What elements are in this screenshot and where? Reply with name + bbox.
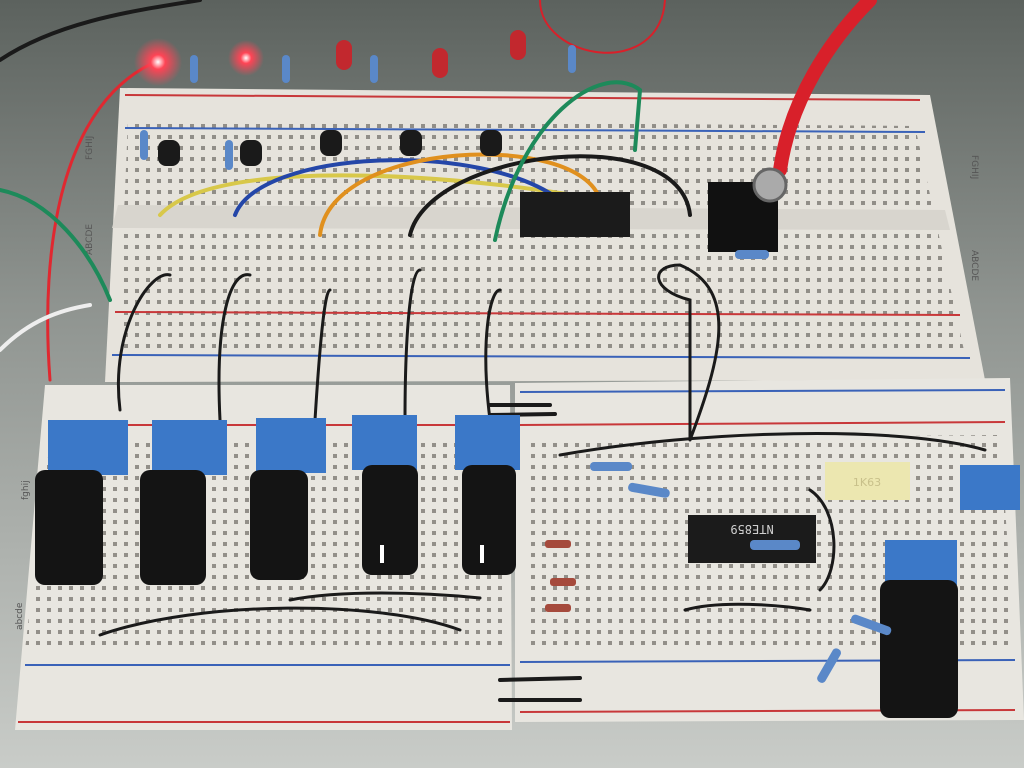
potentiometer-2[interactable] <box>140 420 227 585</box>
film-capacitor: 1K63 <box>825 462 910 500</box>
row-labels-fghij-right: FGHIJ <box>969 155 979 179</box>
transistors <box>158 130 502 166</box>
row-labels-fghij: FGHIJ <box>85 136 95 160</box>
row-labels-abcde-right: ABCDE <box>969 250 979 281</box>
potentiometer-1[interactable] <box>35 420 128 585</box>
row-labels-abcde: ABCDE <box>85 224 95 255</box>
led-4 <box>432 48 448 78</box>
led-lit-1 <box>134 38 182 86</box>
capacitor-label: 1K63 <box>853 476 881 489</box>
potentiometer-4[interactable] <box>352 415 418 575</box>
chip-label: NTE859 <box>730 522 773 536</box>
led-lit-2 <box>228 40 264 76</box>
potentiometer-3[interactable] <box>250 418 326 580</box>
upper-ic-chip <box>520 192 630 237</box>
diodes <box>545 540 576 612</box>
led-3 <box>336 40 352 70</box>
resistors <box>140 45 892 683</box>
trimmer-potentiometer[interactable] <box>960 465 1020 510</box>
potentiometers <box>35 415 1020 718</box>
led-5 <box>510 30 526 60</box>
row-labels-fghij-lower: fghij <box>21 480 31 500</box>
potentiometer-6[interactable] <box>880 540 958 718</box>
audio-plug <box>752 167 788 203</box>
jumper-wires <box>0 0 987 702</box>
leds <box>134 30 526 86</box>
nte859-chip: NTE859 <box>688 515 816 563</box>
row-labels-abcde-lower: abcde <box>15 602 25 630</box>
potentiometer-5[interactable] <box>455 415 520 575</box>
